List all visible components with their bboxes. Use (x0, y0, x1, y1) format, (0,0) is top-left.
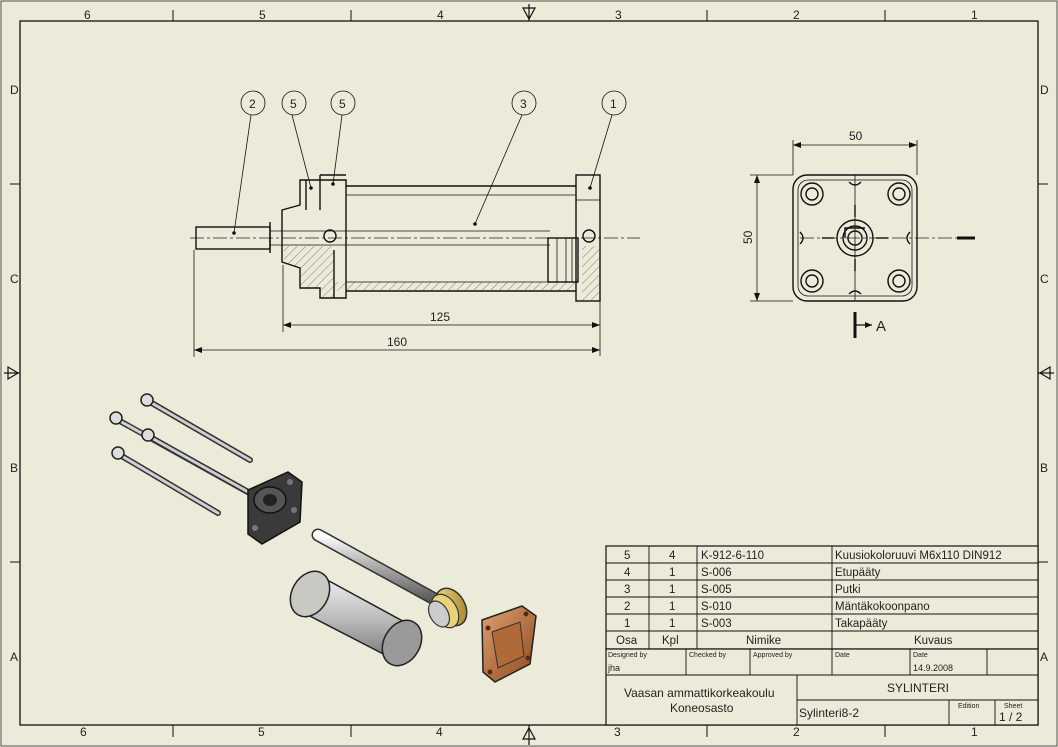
svg-text:Takapääty: Takapääty (835, 618, 888, 630)
svg-text:K-912-6-110: K-912-6-110 (701, 550, 764, 562)
date-value: 14.9.2008 (913, 663, 953, 673)
date-label-2: Date (913, 652, 928, 659)
dim-160: 160 (387, 335, 407, 349)
svg-text:5: 5 (624, 550, 630, 562)
zone-labels-bottom: 6 5 4 3 2 1 (80, 725, 978, 739)
section-label-A: A (876, 318, 886, 335)
zone-bottom-2: 2 (793, 725, 800, 739)
svg-text:3: 3 (624, 584, 630, 596)
checked-by-label: Checked by (689, 652, 726, 659)
bom-row-2: 2 1 S-010 Mäntäkokoonpano (624, 601, 930, 613)
svg-text:5: 5 (339, 97, 346, 111)
svg-text:1: 1 (669, 601, 675, 613)
svg-text:Mäntäkokoonpano: Mäntäkokoonpano (835, 601, 930, 613)
drawing-number: Sylinteri8-2 (799, 706, 859, 720)
svg-text:2: 2 (249, 97, 256, 111)
svg-text:1: 1 (669, 567, 675, 579)
svg-text:Putki: Putki (835, 584, 861, 596)
parts-list: 5 4 K-912-6-110 Kuusiokoloruuvi M6x110 D… (605, 545, 1039, 650)
centering-marks (4, 4, 1054, 745)
zone-left-A: A (10, 650, 18, 664)
edition-label: Edition (958, 703, 980, 710)
zone-top-4: 4 (437, 8, 444, 22)
svg-text:4: 4 (669, 550, 676, 562)
zone-right-B: B (1040, 461, 1048, 475)
svg-text:Nimike: Nimike (746, 635, 781, 647)
end-view: 50 50 A (741, 129, 975, 338)
zone-top-6: 6 (84, 8, 91, 22)
front-cap-3d (247, 471, 303, 545)
organization-line1: Vaasan ammattikorkeakoulu (624, 686, 775, 700)
zone-top-5: 5 (259, 8, 266, 22)
tube-section (334, 282, 576, 291)
date-label-1: Date (835, 652, 850, 659)
svg-text:1: 1 (624, 618, 630, 630)
tube-3d (289, 570, 423, 667)
svg-text:Kpl: Kpl (662, 635, 679, 647)
svg-text:2: 2 (624, 601, 630, 613)
drawing-title: SYLINTERI (887, 681, 949, 695)
svg-text:3: 3 (520, 97, 527, 111)
rear-cap-3d (481, 605, 537, 683)
zone-top-1: 1 (971, 8, 978, 22)
zone-bottom-1: 1 (971, 725, 978, 739)
balloon-5a: 5 (281, 90, 307, 116)
zone-ticks (10, 10, 1048, 737)
approved-by-label: Approved by (753, 652, 793, 659)
bom-row-3: 3 1 S-005 Putki (624, 584, 861, 596)
zone-bottom-4: 4 (436, 725, 443, 739)
svg-text:1: 1 (669, 618, 675, 630)
svg-text:Kuusiokoloruuvi M6x110 DIN912: Kuusiokoloruuvi M6x110 DIN912 (835, 550, 1002, 562)
svg-text:S-010: S-010 (701, 601, 732, 613)
dim-height-50: 50 (741, 230, 755, 244)
svg-text:S-005: S-005 (701, 584, 732, 596)
svg-text:S-006: S-006 (701, 567, 732, 579)
bom-row-4: 4 1 S-006 Etupääty (624, 567, 881, 579)
side-section-view: 125 160 2 5 5 3 (190, 90, 640, 357)
balloon-2: 2 (240, 90, 266, 116)
bolts (109, 393, 265, 516)
zone-bottom-5: 5 (258, 725, 265, 739)
zone-top-2: 2 (793, 8, 800, 22)
svg-text:Kuvaus: Kuvaus (914, 635, 953, 647)
designed-by: jha (607, 663, 620, 673)
balloon-1: 1 (601, 90, 627, 116)
designed-by-label: Designed by (608, 652, 647, 659)
bom-row-1: 1 1 S-003 Takapääty (624, 618, 888, 630)
zone-right-D: D (1040, 83, 1049, 97)
bom-header: Osa Kpl Nimike Kuvaus (616, 635, 953, 647)
svg-text:Osa: Osa (616, 635, 638, 647)
svg-text:1: 1 (610, 97, 617, 111)
zone-left-C: C (10, 272, 19, 286)
piston (547, 237, 579, 283)
svg-text:Etupääty: Etupääty (835, 567, 881, 579)
zone-right-A: A (1040, 650, 1048, 664)
svg-text:4: 4 (624, 567, 631, 579)
dim-width-50: 50 (849, 129, 863, 143)
title-block: Designed by jha Checked by Approved by D… (605, 648, 1039, 726)
dim-125: 125 (430, 310, 450, 324)
zone-labels-left: D C B A (10, 83, 19, 664)
bom-row-5: 5 4 K-912-6-110 Kuusiokoloruuvi M6x110 D… (624, 550, 1002, 562)
svg-text:1: 1 (669, 584, 675, 596)
zone-top-3: 3 (615, 8, 622, 22)
rod-3d (311, 528, 468, 629)
zone-bottom-3: 3 (614, 725, 621, 739)
zone-bottom-6: 6 (80, 725, 87, 739)
zone-left-D: D (10, 83, 19, 97)
organization-line2: Koneosasto (670, 701, 734, 715)
svg-text:5: 5 (290, 97, 297, 111)
zone-left-B: B (10, 461, 18, 475)
sheet-number: 1 / 2 (999, 710, 1023, 724)
zone-right-C: C (1040, 272, 1049, 286)
balloon-5b: 5 (330, 90, 356, 116)
sheet-label: Sheet (1004, 703, 1022, 710)
zone-labels-top: 6 5 4 3 2 1 (84, 8, 978, 22)
svg-text:S-003: S-003 (701, 618, 732, 630)
exploded-view (109, 393, 537, 683)
balloon-3: 3 (511, 90, 537, 116)
zone-labels-right: D C B A (1040, 83, 1049, 664)
